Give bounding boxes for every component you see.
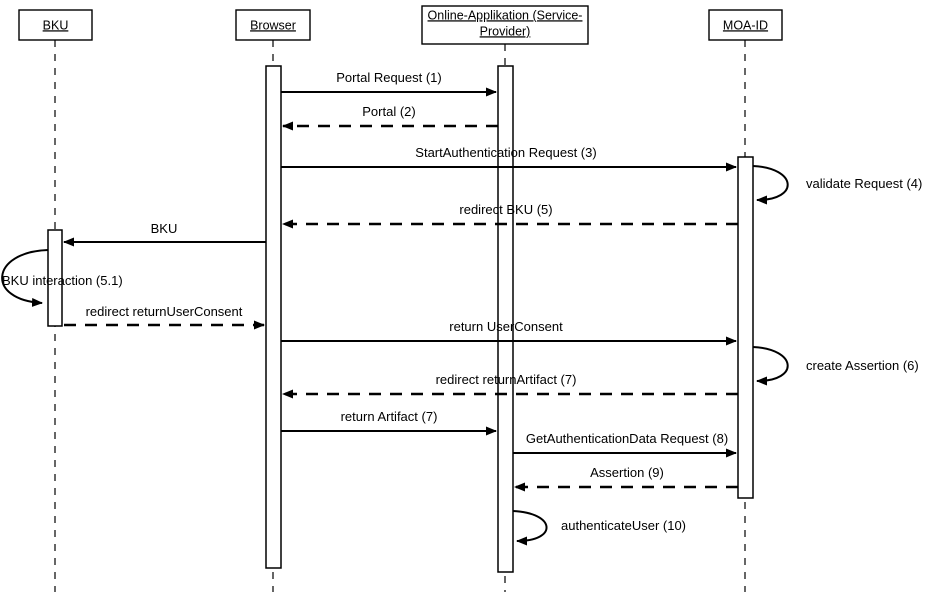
message-selfloop-validate-request	[752, 165, 789, 205]
message-selfloop-authenticateuser	[512, 510, 548, 546]
activation-bar-oa	[497, 65, 514, 573]
message-label-create-assertion: create Assertion (6)	[806, 358, 919, 373]
message-label-authenticateuser: authenticateUser (10)	[561, 518, 686, 533]
message-label-getauthenticationdata-request: GetAuthenticationData Request (8)	[526, 431, 728, 446]
message-redirect-returnuserconsent[interactable]: redirect returnUserConsent	[64, 304, 265, 330]
activation-bars-group	[47, 65, 754, 573]
message-validate-request[interactable]: validate Request (4)	[752, 165, 922, 205]
message-label-portal-request: Portal Request (1)	[336, 70, 442, 85]
message-create-assertion[interactable]: create Assertion (6)	[752, 346, 919, 386]
actor-label-online-applikation-line2: Provider)	[480, 24, 531, 38]
actor-box-browser[interactable]	[235, 9, 311, 41]
actor-label-moaid: MOA-ID	[723, 18, 768, 32]
message-portal-request[interactable]: Portal Request (1)	[281, 70, 497, 97]
activation-bar-moaid	[737, 156, 754, 499]
message-redirect-bku[interactable]: redirect BKU (5)	[282, 202, 738, 229]
actor-label-online-applikation-line1: Online-Applikation (Service-	[428, 8, 583, 22]
message-getauthenticationdata-request[interactable]: GetAuthenticationData Request (8)	[513, 431, 737, 458]
actor-label-bku: BKU	[43, 18, 69, 32]
message-return-userconsent[interactable]: return UserConsent	[281, 319, 737, 346]
actor-label-browser: Browser	[250, 18, 296, 32]
message-bku-interaction[interactable]: BKU interaction (5.1)	[1, 249, 123, 307]
message-label-return-userconsent: return UserConsent	[449, 319, 563, 334]
message-label-portal: Portal (2)	[362, 104, 415, 119]
actor-boxes-group: BKU Browser Online-Applikation (Service-…	[18, 5, 783, 45]
message-label-validate-request: validate Request (4)	[806, 176, 922, 191]
message-redirect-returnartifact[interactable]: redirect returnArtifact (7)	[282, 372, 738, 399]
message-bku[interactable]: BKU	[63, 221, 266, 247]
message-label-bku: BKU	[151, 221, 178, 236]
message-label-redirect-bku: redirect BKU (5)	[459, 202, 552, 217]
message-assertion[interactable]: Assertion (9)	[514, 465, 738, 492]
message-selfloop-bku-interaction	[1, 249, 49, 307]
message-label-return-artifact: return Artifact (7)	[341, 409, 438, 424]
activation-bar-browser	[265, 65, 282, 569]
message-portal[interactable]: Portal (2)	[282, 104, 498, 131]
message-label-redirect-returnuserconsent: redirect returnUserConsent	[86, 304, 243, 319]
message-label-startauthentication-request: StartAuthentication Request (3)	[415, 145, 596, 160]
actor-box-online-applikation[interactable]	[421, 5, 589, 45]
actor-box-moaid[interactable]	[708, 9, 783, 41]
message-startauthentication-request[interactable]: StartAuthentication Request (3)	[281, 145, 737, 172]
actor-box-bku[interactable]	[18, 9, 93, 41]
message-label-assertion: Assertion (9)	[590, 465, 664, 480]
activation-bar-bku	[47, 229, 63, 327]
message-label-redirect-returnartifact: redirect returnArtifact (7)	[436, 372, 577, 387]
message-label-bku-interaction: BKU interaction (5.1)	[2, 273, 123, 288]
message-selfloop-create-assertion	[752, 346, 789, 386]
messages-group: Portal Request (1) Portal (2) StartAuthe…	[1, 70, 922, 546]
message-return-artifact[interactable]: return Artifact (7)	[281, 409, 497, 436]
message-authenticateuser[interactable]: authenticateUser (10)	[512, 510, 686, 546]
